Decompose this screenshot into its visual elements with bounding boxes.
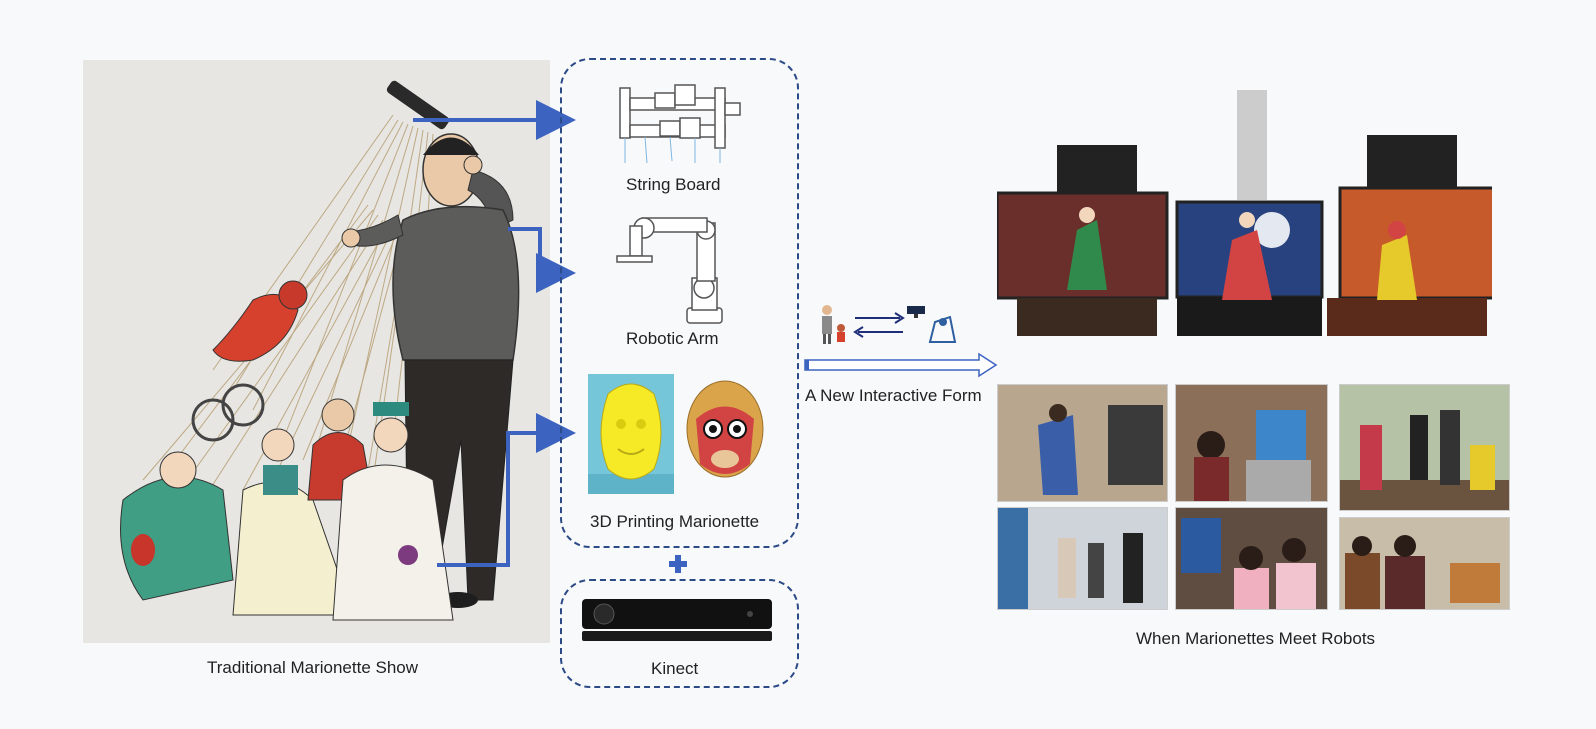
photo-4-scene bbox=[998, 508, 1167, 609]
caption-robotic-arm: Robotic Arm bbox=[626, 329, 719, 348]
caption-new-interactive-form: A New Interactive Form bbox=[805, 386, 982, 405]
user-photo-4 bbox=[997, 507, 1168, 610]
robot-marionette-stage-photo bbox=[997, 90, 1492, 336]
caption-traditional-marionette-show: Traditional Marionette Show bbox=[207, 658, 419, 677]
user-photo-1 bbox=[997, 384, 1168, 502]
user-photo-5 bbox=[1175, 507, 1328, 610]
photo-5-scene bbox=[1176, 508, 1327, 609]
monkey-head-model bbox=[686, 380, 764, 478]
caption-when-marionettes-meet-robots: When Marionettes Meet Robots bbox=[1136, 629, 1376, 648]
puppeteer-drawing bbox=[120, 80, 520, 621]
photo-6-scene bbox=[1340, 518, 1509, 609]
kinect-sensor-image bbox=[582, 599, 772, 641]
caption-kinect: Kinect bbox=[651, 659, 699, 678]
plus-icon bbox=[669, 555, 687, 573]
kinect-box bbox=[560, 579, 799, 688]
user-photo-2 bbox=[1175, 384, 1328, 502]
photo-1-scene bbox=[998, 385, 1167, 501]
robotic-arm-drawing bbox=[616, 217, 723, 324]
hollow-right-arrow-icon bbox=[804, 352, 998, 378]
photo-2-scene bbox=[1176, 385, 1327, 501]
monkey-king-head-image bbox=[684, 374, 766, 494]
caption-string-board: String Board bbox=[626, 175, 721, 194]
photo-3-scene bbox=[1340, 385, 1509, 510]
components-box bbox=[560, 58, 799, 548]
arrow-to-3d-printing bbox=[437, 413, 576, 567]
yellow-head-model bbox=[588, 383, 674, 494]
interaction-icons bbox=[822, 305, 957, 344]
3d-print-model-image bbox=[588, 374, 674, 494]
user-photo-3 bbox=[1339, 384, 1510, 511]
traditional-marionette-illustration bbox=[83, 60, 550, 643]
arrow-to-robotic-arm bbox=[508, 227, 576, 293]
caption-3d-printing-marionette: 3D Printing Marionette bbox=[590, 512, 760, 531]
three-stage-scene bbox=[997, 90, 1492, 336]
string-board-drawing bbox=[619, 84, 741, 163]
user-photo-6 bbox=[1339, 517, 1510, 610]
